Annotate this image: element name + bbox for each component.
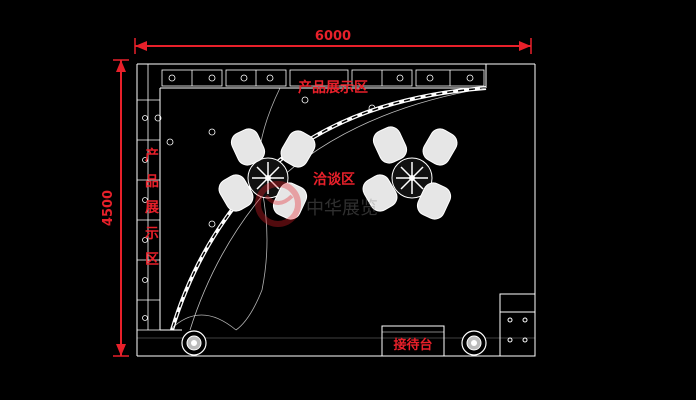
watermark-text: 中华展览 <box>306 198 378 219</box>
label-negotiation: 洽谈区 <box>313 171 355 188</box>
label-product-side: 产 品 展 示 区 <box>145 147 159 268</box>
label-product-side-char: 示 <box>145 226 159 242</box>
display-cabinet-right <box>499 293 536 357</box>
booth-outline <box>136 63 536 357</box>
negotiation-table-left <box>218 128 316 220</box>
label-product-side-char: 品 <box>145 174 159 190</box>
left-cabinets <box>137 99 174 321</box>
height-dimension: 4500 <box>101 59 129 357</box>
round-stool-right <box>461 330 487 356</box>
watermark-logo: 中华展览 <box>255 181 378 227</box>
label-product-side-char: 展 <box>145 200 159 216</box>
width-dimension-label: 6000 <box>315 29 351 44</box>
negotiation-table-right <box>362 126 458 220</box>
label-product-side-char: 区 <box>145 252 159 268</box>
height-dimension-label: 4500 <box>101 190 116 226</box>
top-cabinets <box>161 69 485 87</box>
label-product-side-char: 产 <box>145 147 159 164</box>
label-reception: 接待台 <box>393 337 432 353</box>
reception-desk <box>381 325 445 357</box>
label-product-top: 产品展示区 <box>298 79 368 96</box>
round-stool-left <box>181 330 207 356</box>
width-dimension: 6000 <box>134 29 532 54</box>
